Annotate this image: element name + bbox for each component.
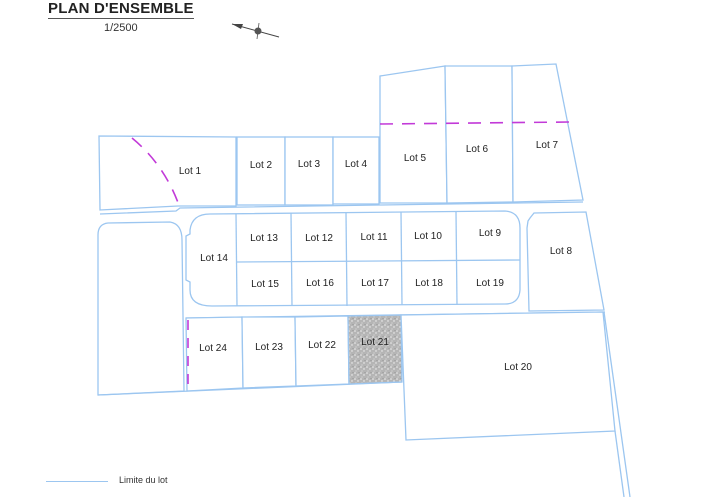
road-edge	[603, 311, 631, 497]
lot-label: Lot 3	[298, 159, 321, 170]
lot-label: Lot 16	[306, 278, 334, 289]
lot-label: Lot 19	[476, 278, 504, 289]
plan-scale: 1/2500	[104, 22, 138, 34]
lot-label: Lot 21	[361, 337, 389, 348]
lot-1[interactable]: Lot 1	[98, 135, 237, 211]
lot-label: Lot 9	[479, 228, 502, 239]
lot-13[interactable]: Lot 13	[250, 233, 278, 244]
lot-10[interactable]: Lot 10	[414, 231, 442, 242]
lot-label: Lot 2	[250, 160, 273, 171]
road-edge	[97, 381, 403, 396]
central-block-outline	[185, 210, 521, 307]
lot-label: Lot 11	[360, 232, 387, 243]
lot-21-highlighted[interactable]: Lot 21	[347, 314, 403, 385]
lot-2[interactable]: Lot 2	[236, 136, 286, 206]
lot-label: Lot 1	[179, 166, 202, 177]
lot-14[interactable]: Lot 14	[200, 253, 228, 264]
lot-20[interactable]: Lot 20	[400, 311, 616, 441]
lot-label: Lot 8	[550, 246, 573, 257]
lot-6[interactable]: Lot 6	[444, 65, 514, 204]
north-arrow-icon	[231, 22, 280, 40]
lot-label: Lot 10	[414, 231, 442, 242]
open-parcel	[97, 221, 185, 396]
lot-label: Lot 13	[250, 233, 278, 244]
lot-label: Lot 7	[536, 140, 559, 151]
lot-16[interactable]: Lot 16	[306, 278, 334, 289]
lot-23[interactable]: Lot 23	[241, 316, 297, 389]
lot-9[interactable]: Lot 9	[479, 228, 502, 239]
lot-8[interactable]: Lot 8	[526, 211, 605, 312]
lot-19[interactable]: Lot 19	[476, 278, 504, 289]
lot-5[interactable]: Lot 5	[379, 65, 448, 204]
lot-7[interactable]: Lot 7	[511, 63, 584, 203]
lot-12[interactable]: Lot 12	[305, 233, 333, 244]
lot-label: Lot 4	[345, 159, 368, 170]
lot-22[interactable]: Lot 22	[294, 315, 350, 387]
road-edge	[614, 430, 625, 497]
legend-label: Limite du lot	[119, 475, 168, 485]
lot-15[interactable]: Lot 15	[251, 279, 279, 290]
lot-label: Lot 24	[199, 343, 227, 354]
lot-label: Lot 12	[305, 233, 333, 244]
lot-label: Lot 6	[466, 144, 489, 155]
lot-label: Lot 23	[255, 342, 283, 353]
lot-18[interactable]: Lot 18	[415, 278, 443, 289]
lot-11[interactable]: Lot 11	[360, 232, 387, 243]
lot-3[interactable]: Lot 3	[284, 136, 334, 206]
lot-24[interactable]: Lot 24	[185, 316, 244, 392]
lot-label: Lot 17	[361, 278, 389, 289]
lot-4[interactable]: Lot 4	[332, 136, 380, 205]
lot-17[interactable]: Lot 17	[361, 278, 389, 289]
plan-title: PLAN D'ENSEMBLE	[48, 0, 194, 19]
lot-label: Lot 18	[415, 278, 443, 289]
dashed-setback-line	[379, 121, 571, 125]
legend-boundary-line	[46, 481, 108, 482]
lot-label: Lot 14	[200, 253, 228, 264]
lot-label: Lot 20	[504, 362, 532, 373]
lot-label: Lot 15	[251, 279, 279, 290]
lot-label: Lot 22	[308, 340, 336, 351]
road-edge	[99, 201, 584, 215]
lot-label: Lot 5	[404, 153, 427, 164]
